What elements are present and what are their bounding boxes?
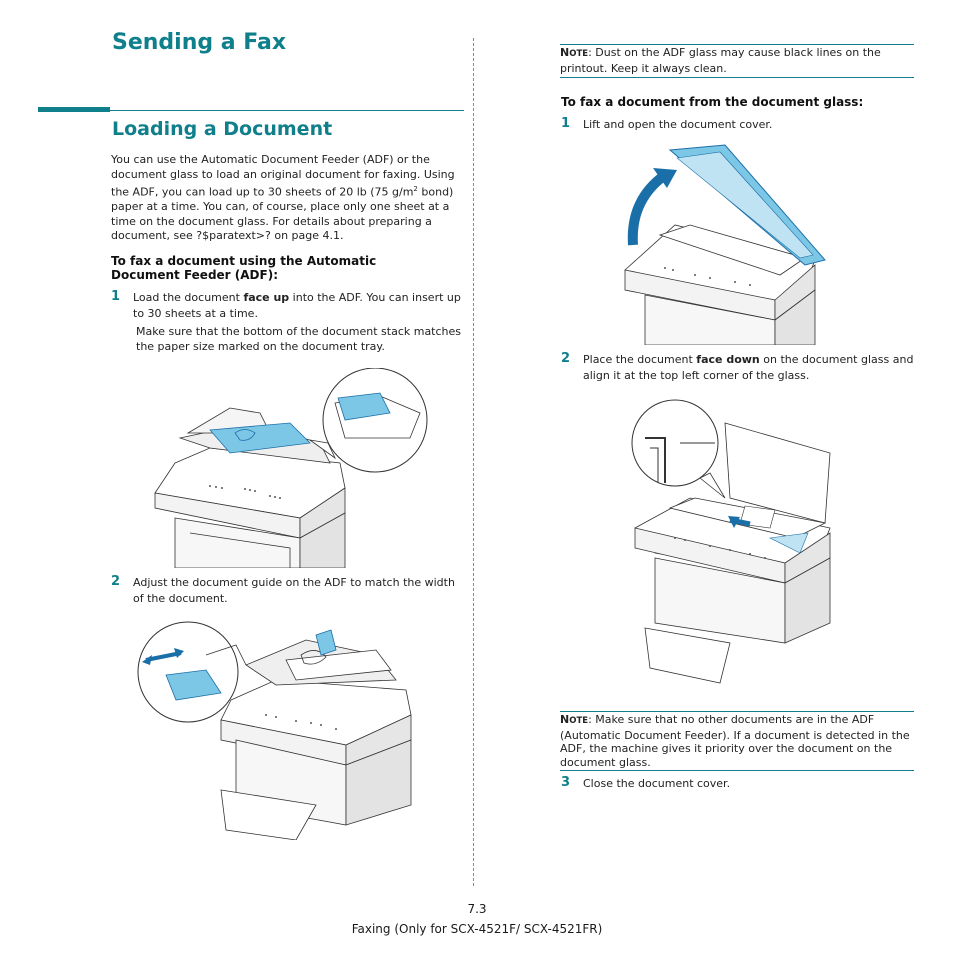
- note-adf-priority: NOTE: Make sure that no other documents …: [560, 711, 914, 771]
- adf-step1-number: 1: [111, 289, 121, 304]
- adf-step2-number: 2: [111, 574, 121, 589]
- intro-text-rest: bond) paper at a time. You can, of cours…: [111, 185, 454, 243]
- adf-loading-illustration: [154, 368, 428, 568]
- glass-step2-bold: face down: [696, 353, 760, 366]
- adf-heading: To fax a document using the Automatic Do…: [111, 254, 377, 282]
- adf-guide-illustration: [137, 621, 412, 840]
- page-title: Sending a Fax: [112, 30, 287, 55]
- glass-step1-text: Lift and open the document cover.: [583, 118, 773, 131]
- glass-step3-number: 3: [561, 775, 571, 790]
- intro-superscript: 2: [413, 185, 418, 193]
- column-divider: [473, 38, 474, 886]
- place-document-illustration: [631, 399, 831, 684]
- note2-label: NOTE: [560, 713, 589, 726]
- adf-step1-subnote: Make sure that the bottom of the documen…: [136, 325, 462, 353]
- glass-step3-text: Close the document cover.: [583, 777, 731, 790]
- adf-step2-text: Adjust the document guide on the ADF to …: [133, 576, 455, 605]
- glass-step2-pre: Place the document: [583, 353, 697, 366]
- chapter-footer: Faxing (Only for SCX-4521F/ SCX-4521FR): [351, 922, 603, 936]
- glass-heading: To fax a document from the document glas…: [561, 95, 864, 109]
- glass-step2-number: 2: [561, 351, 571, 366]
- intro-paragraph: You can use the Automatic Document Feede…: [111, 153, 463, 244]
- adf-step1-post: into the ADF. You can insert up to 30 sh…: [133, 291, 461, 320]
- adf-step1-text: Load the document face up into the ADF. …: [133, 290, 463, 322]
- note1-label: NOTE: [560, 46, 589, 59]
- page-number: 7.3: [467, 902, 487, 916]
- glass-step2-text: Place the document face down on the docu…: [583, 352, 915, 384]
- intro-text: You can use the Automatic Document Feede…: [111, 153, 455, 199]
- section-accent-bar: [38, 107, 110, 112]
- note-adf-glass: NOTE: Dust on the ADF glass may cause bl…: [560, 44, 914, 78]
- adf-step1-pre: Load the document: [133, 291, 244, 304]
- note1-text: : Dust on the ADF glass may cause black …: [560, 46, 881, 75]
- glass-step2-post: on the document glass and align it at th…: [583, 353, 914, 382]
- adf-step1-bold: face up: [243, 291, 290, 304]
- glass-step1-number: 1: [561, 116, 571, 131]
- section-rule: [110, 110, 464, 111]
- section-title: Loading a Document: [112, 118, 333, 140]
- note2-text: : Make sure that no other documents are …: [560, 713, 910, 769]
- lift-cover-illustration: [624, 144, 826, 345]
